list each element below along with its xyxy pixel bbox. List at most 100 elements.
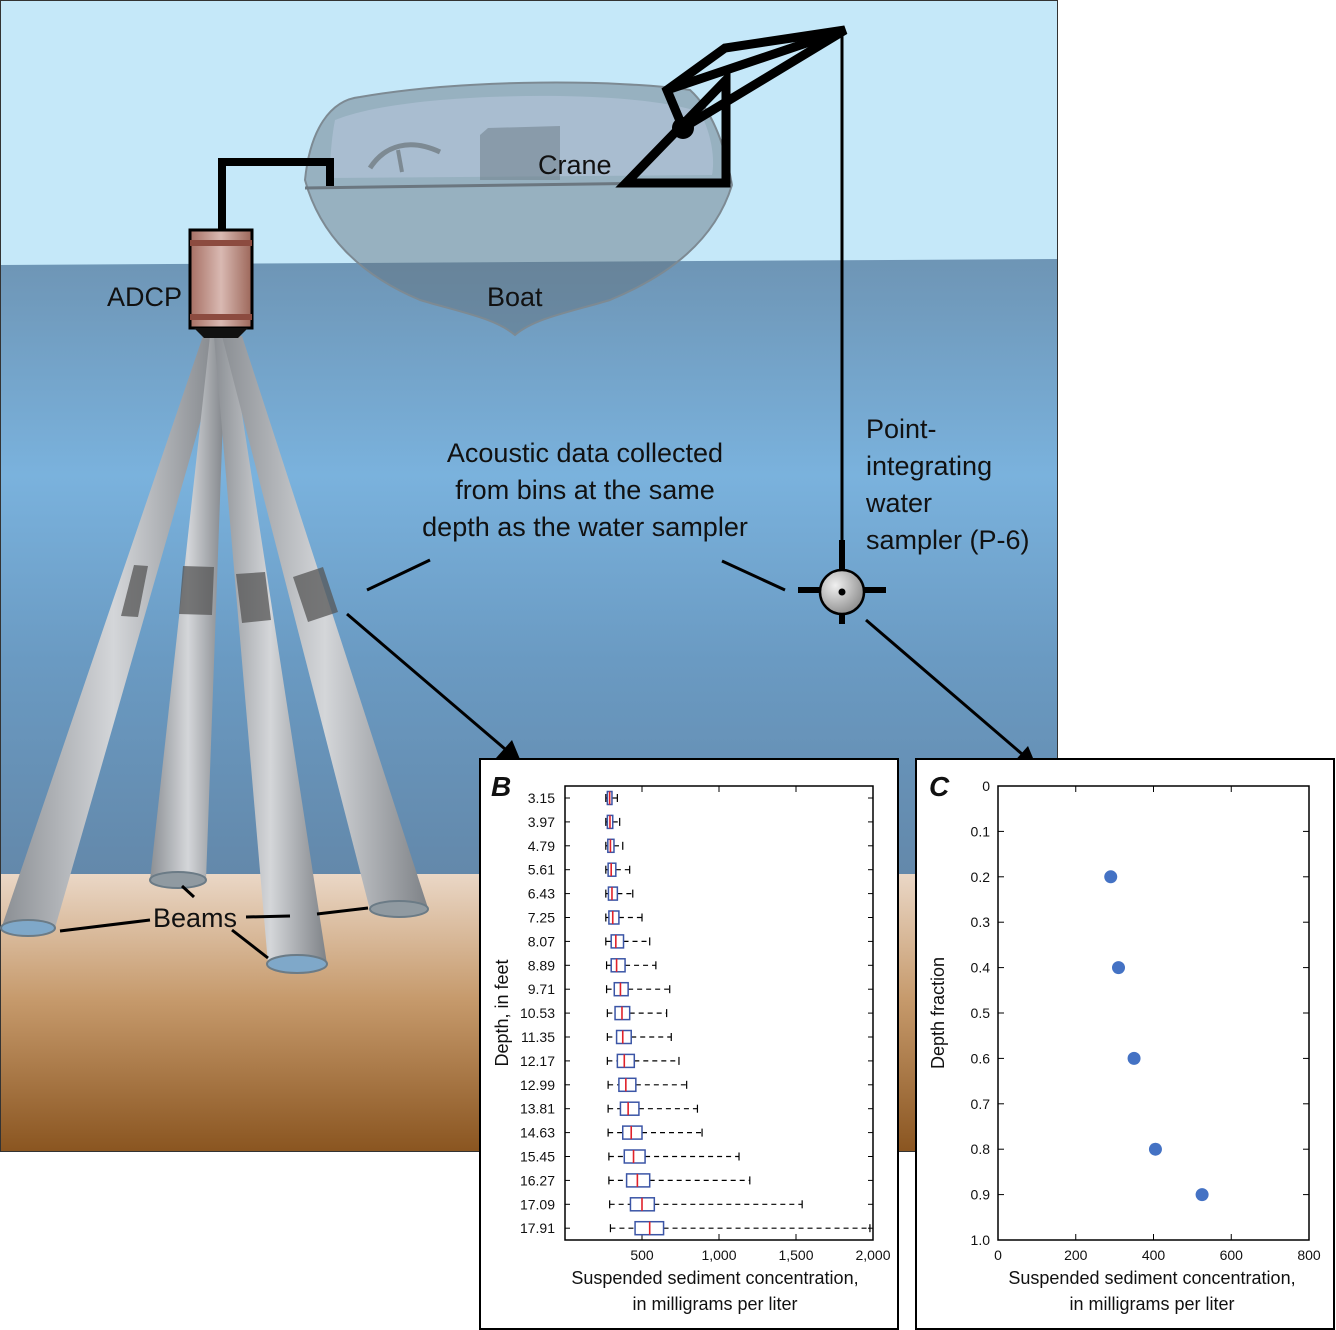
panel-c-y-ticks: 00.10.20.30.40.50.60.70.80.91.0: [971, 778, 1309, 1248]
box-plot-row: [605, 910, 643, 925]
box-plot-row: [605, 958, 657, 973]
panel-c-y-tick-label: 0.7: [971, 1096, 991, 1112]
panel-b-y-tick-label: 14.63: [520, 1125, 555, 1141]
panel-b-y-tick-label: 16.27: [520, 1172, 555, 1188]
box-plot-row: [605, 934, 651, 949]
crane: [615, 25, 848, 574]
box-iqr: [610, 934, 625, 949]
box-plot-row: [607, 1101, 699, 1116]
scatter-point: [1195, 1188, 1209, 1202]
panel-b-x-tick-label: 1,000: [701, 1247, 736, 1263]
boat-windshield: [367, 142, 442, 170]
panel-b-y-tick-label: 8.07: [528, 933, 555, 949]
box-plot-row: [605, 862, 631, 877]
box-plot-row: [606, 1005, 668, 1021]
box-iqr: [610, 958, 626, 973]
panel-b-letter: B: [491, 771, 511, 802]
boat-cabin: [480, 126, 560, 180]
panel-c-letter: C: [929, 771, 950, 802]
box-iqr: [616, 1053, 636, 1069]
label-boat: Boat: [487, 282, 543, 312]
beam-3: [214, 336, 328, 974]
sampler-line-4: sampler (P-6): [866, 525, 1030, 555]
label-acoustic: Acoustic data collected from bins at the…: [422, 438, 748, 542]
arrow-to-panel-c: [865, 618, 1023, 756]
panel-c-x-tick-label: 800: [1297, 1247, 1321, 1263]
panel-c-x-tick-label: 200: [1064, 1247, 1088, 1263]
panel-b-y-tick-label: 8.89: [528, 957, 555, 973]
panel-b-x-tick-label: 500: [630, 1247, 654, 1263]
box-plot-row: [607, 1077, 688, 1093]
panel-c-y-tick-label: 0: [982, 778, 990, 794]
sampler-line-1: Point-: [866, 414, 937, 444]
acoustic-beams: [0, 336, 429, 974]
panel-c-y-tick-label: 0.4: [971, 960, 991, 976]
panel-b-y-tick-label: 9.71: [528, 981, 555, 997]
beam-1: [0, 336, 225, 937]
panel-b-x-label-2: in milligrams per liter: [632, 1294, 797, 1314]
panel-b-y-tick-label: 3.15: [528, 790, 555, 806]
panel-c-x-ticks: 0 200 400 600 800: [994, 786, 1321, 1263]
label-adcp: ADCP: [107, 282, 182, 312]
panel-b-y-tick-label: 4.79: [528, 838, 555, 854]
panel-b-x-label-1: Suspended sediment concentration,: [571, 1268, 858, 1288]
acoustic-line-1: Acoustic data collected: [447, 438, 723, 468]
box-plot-row: [608, 1173, 751, 1188]
acoustic-line-3: depth as the water sampler: [422, 512, 748, 542]
panel-c-x-tick-label: 600: [1220, 1247, 1244, 1263]
beam-2: [149, 336, 226, 889]
scatter-point: [1104, 870, 1118, 884]
box-iqr: [618, 1077, 637, 1093]
box-plot-row: [607, 1125, 703, 1140]
panel-b-boxes: [605, 790, 871, 1236]
panel-c-y-label: Depth fraction: [928, 957, 948, 1069]
panel-c-y-tick-label: 0.8: [971, 1141, 991, 1157]
scatter-point: [1148, 1142, 1162, 1156]
panel-c-y-tick-label: 0.6: [971, 1050, 991, 1066]
panel-b: B 3.153.974.795.616.437.258.078.899.7110…: [479, 758, 899, 1330]
panel-c-y-tick-label: 0.2: [971, 869, 991, 885]
panel-b-y-tick-label: 5.61: [528, 862, 555, 878]
panel-b-y-tick-label: 7.25: [528, 910, 555, 926]
box-iqr: [623, 1149, 646, 1164]
box-plot-row: [605, 790, 618, 806]
panel-b-y-tick-label: 12.99: [520, 1077, 555, 1093]
panel-b-y-tick-label: 3.97: [528, 814, 555, 830]
panel-c-y-tick-label: 0.3: [971, 914, 991, 930]
adcp-instrument: [188, 228, 254, 338]
box-plot-row: [609, 1220, 871, 1236]
arrow-to-panel-b: [346, 612, 506, 751]
box-iqr: [619, 1101, 640, 1116]
panel-c-x-tick-label: 0: [994, 1247, 1002, 1263]
boat: [303, 81, 734, 337]
panel-b-x-tick-label: 1,500: [778, 1247, 813, 1263]
panel-b-y-tick-label: 11.35: [521, 1029, 555, 1045]
panel-b-y-tick-label: 17.91: [520, 1220, 555, 1236]
panel-b-y-tick-label: 17.09: [520, 1196, 555, 1212]
scatter-point: [1127, 1051, 1141, 1065]
panel-c-x-tick-label: 400: [1142, 1247, 1166, 1263]
panel-b-y-ticks: 3.153.974.795.616.437.258.078.899.7110.5…: [520, 790, 873, 1236]
panel-b-y-tick-label: 13.81: [520, 1101, 555, 1117]
beam-4: [222, 336, 429, 918]
box-plot-row: [605, 886, 634, 901]
panel-b-y-label: Depth, in feet: [492, 959, 512, 1066]
box-iqr: [615, 1029, 632, 1045]
panel-c-x-label-2: in milligrams per liter: [1069, 1294, 1234, 1314]
panel-c-y-tick-label: 0.1: [971, 823, 991, 839]
label-sampler: Point- integrating water sampler (P-6): [865, 414, 1030, 555]
box-plot-row: [606, 1029, 672, 1045]
label-crane: Crane: [538, 150, 612, 180]
box-plot-row: [605, 981, 671, 997]
scatter-point: [1112, 961, 1126, 975]
panel-c-x-label-1: Suspended sediment concentration,: [1008, 1268, 1295, 1288]
water-sampler: [798, 540, 886, 624]
box-iqr: [622, 1125, 643, 1140]
panel-b-y-tick-label: 12.17: [520, 1053, 555, 1069]
panel-b-y-tick-label: 6.43: [528, 886, 555, 902]
pointer-lines: [59, 558, 1023, 960]
label-beams: Beams: [153, 903, 237, 933]
